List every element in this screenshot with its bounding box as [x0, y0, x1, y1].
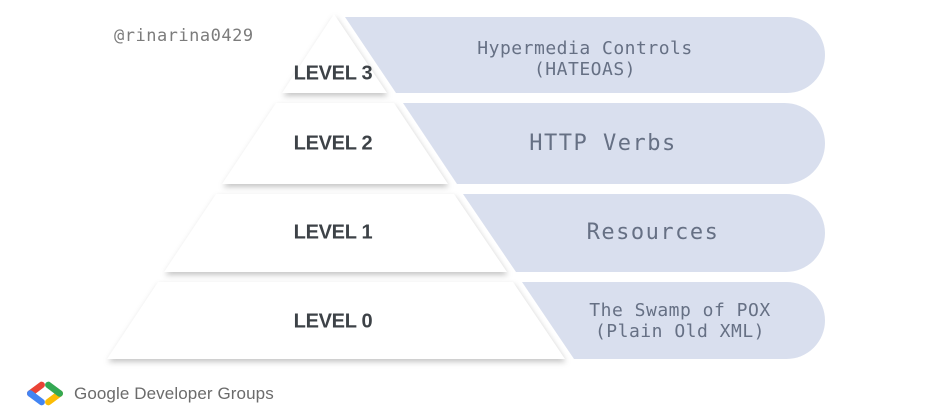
pyramid-band-level-1 [164, 194, 507, 272]
gdg-brand-text: Google Developer Groups [74, 383, 274, 403]
pill-level-2-title: HTTP Verbs [529, 130, 677, 156]
pyramid-band-level-0 [107, 282, 565, 359]
pill-level-2-text: HTTP Verbs [529, 131, 676, 157]
pill-level-0-text: The Swamp of POX (Plain Old XML) [589, 300, 770, 342]
pyramid-band-level-0-fill [107, 282, 565, 359]
level-1-label: LEVEL 1 [293, 221, 373, 244]
pill-level-0: The Swamp of POX (Plain Old XML) [522, 282, 825, 359]
pill-level-1-text: Resources [587, 220, 720, 246]
pyramid-band-level-1-fill [164, 194, 507, 272]
level-3-label: LEVEL 3 [293, 62, 373, 85]
pill-level-3-text: Hypermedia Controls (HATEOAS) [477, 38, 692, 80]
level-2-label: LEVEL 2 [293, 132, 373, 155]
gdg-footer: Google Developer Groups [25, 379, 274, 408]
pill-level-3-subtitle: (HATEOAS) [533, 59, 637, 80]
level-0-label: LEVEL 0 [293, 310, 373, 333]
pill-level-1: Resources [463, 194, 825, 272]
pill-level-0-subtitle: (Plain Old XML) [594, 320, 766, 342]
gdg-logo-icon [27, 381, 63, 406]
pill-level-3-title: Hypermedia Controls [477, 38, 693, 59]
pill-level-3: Hypermedia Controls (HATEOAS) [345, 17, 825, 93]
pyramid-band-level-3 [282, 14, 387, 93]
author-handle: @rinarina0429 [114, 26, 254, 46]
pill-level-2: HTTP Verbs [403, 103, 825, 184]
pyramid-band-level-2 [222, 103, 448, 184]
pill-level-1-title: Resources [586, 220, 720, 245]
pill-level-0-title: The Swamp of POX [589, 299, 771, 321]
